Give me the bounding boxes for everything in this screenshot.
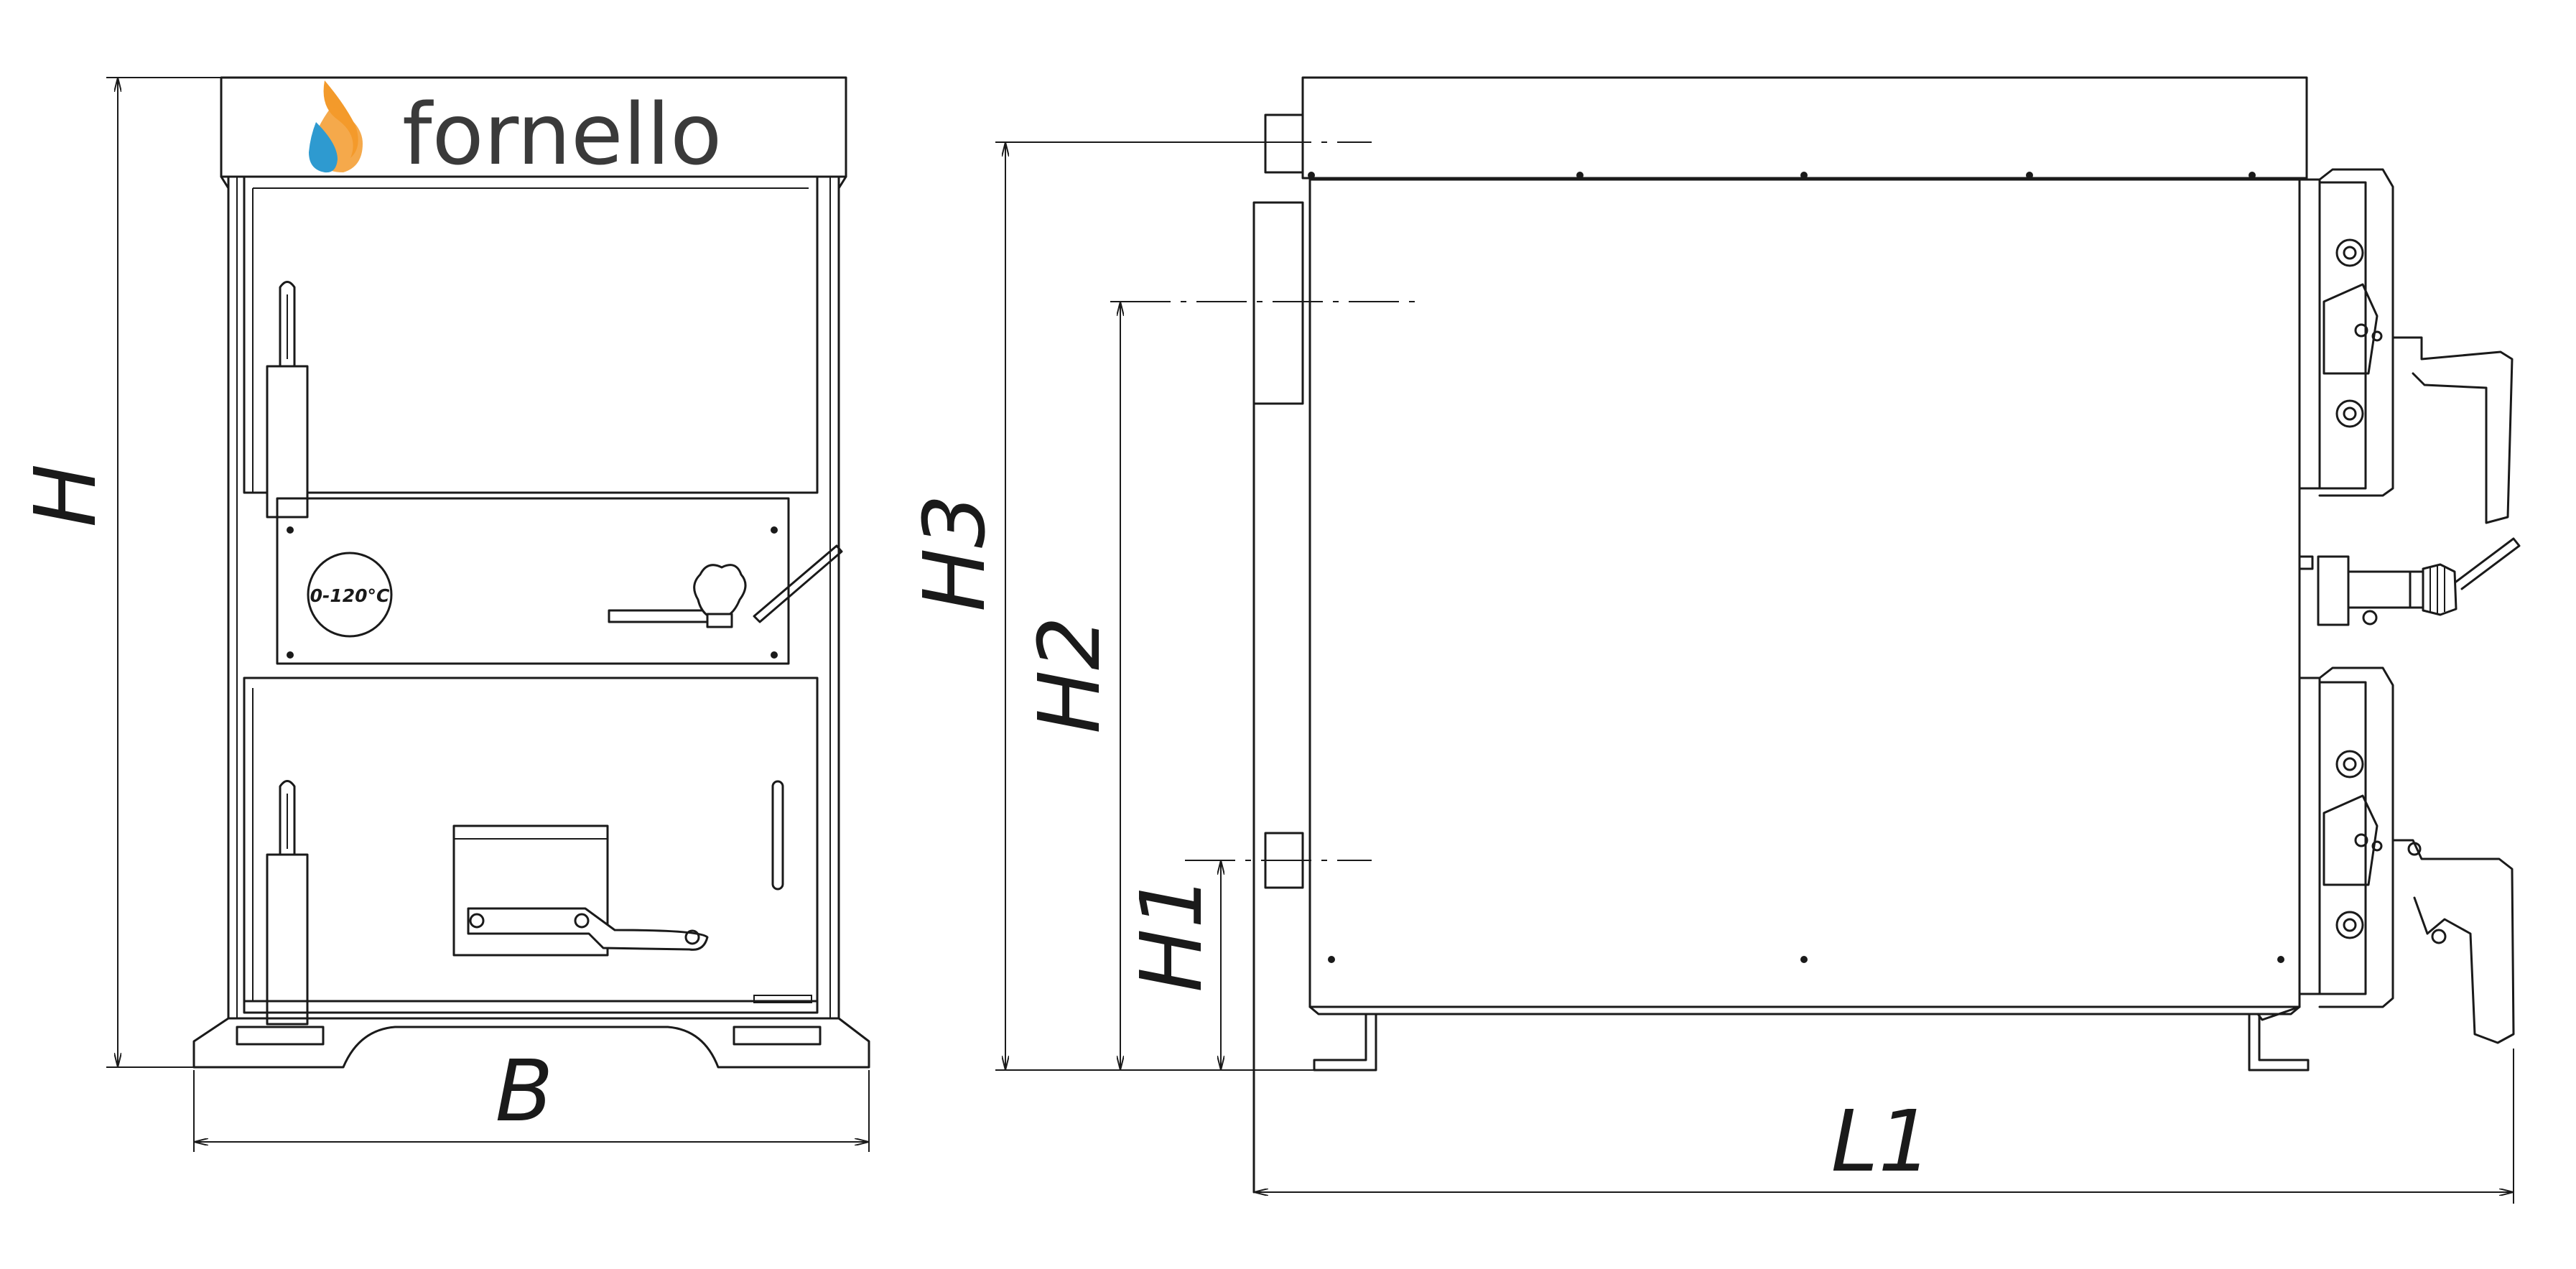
dimension-h2-label: H2 [1020, 616, 1119, 734]
foot-left [1313, 1013, 1377, 1072]
brand-name: fornello [402, 85, 722, 184]
thermometer-gauge [307, 552, 393, 638]
base-slot-right [733, 1026, 822, 1046]
boiler-body [227, 175, 840, 1020]
dimension-h3: H3 [905, 141, 1314, 1071]
dimension-h3-label: H3 [905, 494, 1004, 612]
base-slot-left [236, 1026, 325, 1046]
foot-right [2248, 1013, 2310, 1072]
side-top-cap [1301, 76, 2308, 180]
gauge-label: 0-120°C [310, 585, 390, 606]
upper-door-handle [266, 365, 309, 519]
sight-slot [771, 780, 784, 891]
middle-panel [276, 497, 790, 665]
lower-door-hinge [2256, 666, 2515, 1044]
side-body [1308, 178, 2301, 1008]
flue-box [1252, 201, 1304, 405]
dimension-h-label: H [16, 464, 115, 528]
front-view: 0-120°C [192, 76, 870, 1069]
ash-door [452, 824, 609, 957]
outlet-pipe [1264, 113, 1304, 174]
bottom-rail [243, 1000, 819, 1014]
dimension-h: H [16, 77, 228, 1068]
dimension-b-label: B [496, 1041, 554, 1140]
side-view [1120, 76, 2521, 1194]
dimension-b: B [193, 1041, 870, 1152]
base-stand [192, 1017, 870, 1069]
dimension-h1-label: H1 [1122, 875, 1221, 993]
dimension-h1: H1 [1122, 860, 1221, 1070]
fornello-logo: fornello [309, 80, 722, 184]
upper-door-hinge [2298, 168, 2514, 524]
upper-door [243, 175, 819, 494]
lower-door-handle [266, 853, 309, 1026]
draft-regulator-side [2298, 537, 2521, 626]
dimension-h2: H2 [1020, 301, 1120, 1070]
dimension-l1: L1 [1254, 1049, 2514, 1204]
ash-door-lever [467, 907, 709, 951]
draft-regulator [608, 544, 843, 628]
flame-blue-icon [309, 122, 338, 173]
dimension-l1-label: L1 [1831, 1092, 1933, 1191]
